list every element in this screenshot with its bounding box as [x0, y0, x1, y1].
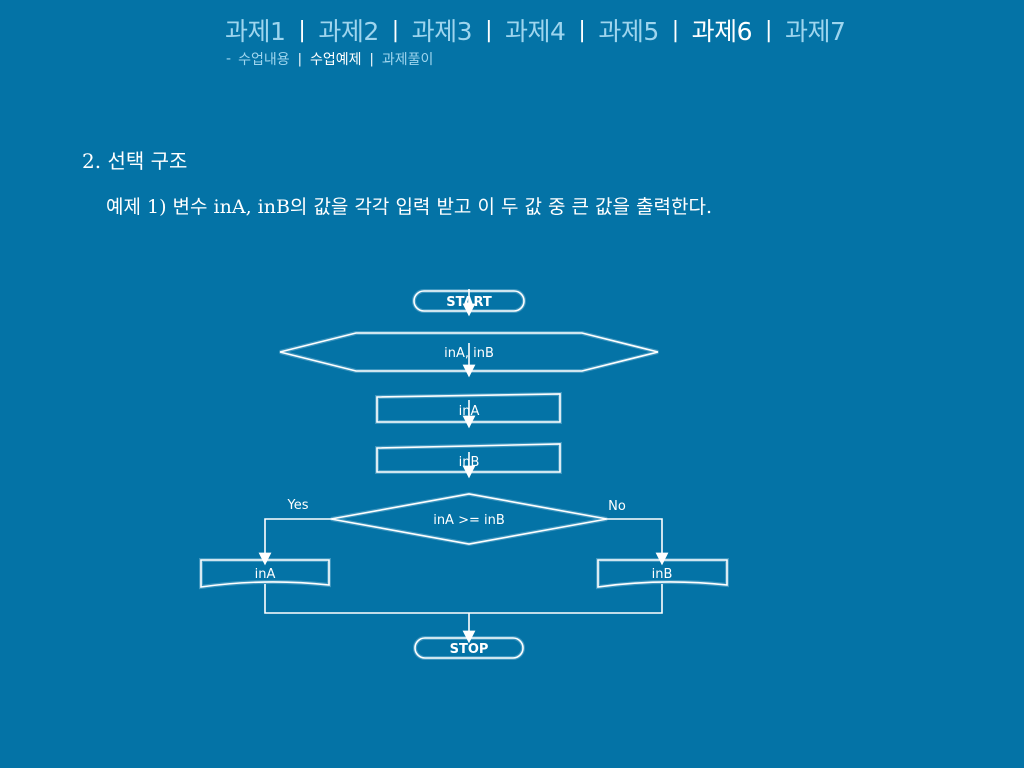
- nav-separator: |: [671, 17, 679, 43]
- connector-no-branch: [607, 518, 669, 566]
- decision-diamond: inA >= inB: [330, 491, 608, 547]
- subnav-item-lesson-examples[interactable]: 수업예제: [309, 52, 362, 68]
- nav-tab-5[interactable]: 과제5: [598, 17, 659, 46]
- nav-separator: |: [765, 17, 772, 43]
- nav-separator: |: [391, 17, 399, 43]
- section-title: 2. 선택 구조: [82, 149, 188, 173]
- subnav-separator: |: [369, 51, 374, 67]
- output-yes-label: inA: [255, 567, 276, 582]
- stop-label: STOP: [450, 642, 489, 657]
- nav-tab-1[interactable]: 과제1: [225, 17, 286, 46]
- subnav-item-lesson-content[interactable]: 수업내용: [238, 52, 290, 68]
- nav-tab-7[interactable]: 과제7: [784, 17, 846, 46]
- connector-yes-branch: [258, 518, 331, 566]
- nav-separator: |: [485, 17, 492, 43]
- top-navigation: 과제1 | 과제2 | 과제3 | 과제4 | 과제5 | 과제6 | 과제7: [225, 12, 846, 48]
- output-yes-shape: inA: [199, 558, 331, 590]
- yes-label: Yes: [287, 498, 309, 513]
- example-description: 예제 1) 변수 inA, inB의 값을 각각 입력 받고 이 두 값 중 큰…: [106, 196, 713, 218]
- connectors: [258, 289, 669, 644]
- nav-separator: |: [298, 17, 306, 43]
- sub-navigation: - 수업내용 | 수업예제 | 과제풀이: [226, 49, 433, 69]
- output-no-label: inB: [652, 567, 673, 582]
- nav-tab-3[interactable]: 과제3: [411, 17, 473, 46]
- stop-terminator: STOP: [413, 636, 525, 660]
- connector-no-merge: [469, 584, 663, 614]
- no-label: No: [608, 499, 626, 514]
- subnav-item-assignment-solutions[interactable]: 과제풀이: [381, 52, 434, 68]
- subnav-dash: -: [226, 51, 232, 67]
- nav-separator: |: [578, 17, 586, 43]
- subnav-separator: |: [297, 51, 302, 67]
- nav-tab-2[interactable]: 과제2: [318, 17, 379, 46]
- connector-yes-merge: [264, 584, 469, 614]
- nav-tab-6[interactable]: 과제6: [691, 17, 753, 46]
- decision-label: inA >= inB: [433, 513, 505, 528]
- nav-tab-4[interactable]: 과제4: [504, 17, 566, 46]
- output-no-shape: inB: [596, 558, 729, 590]
